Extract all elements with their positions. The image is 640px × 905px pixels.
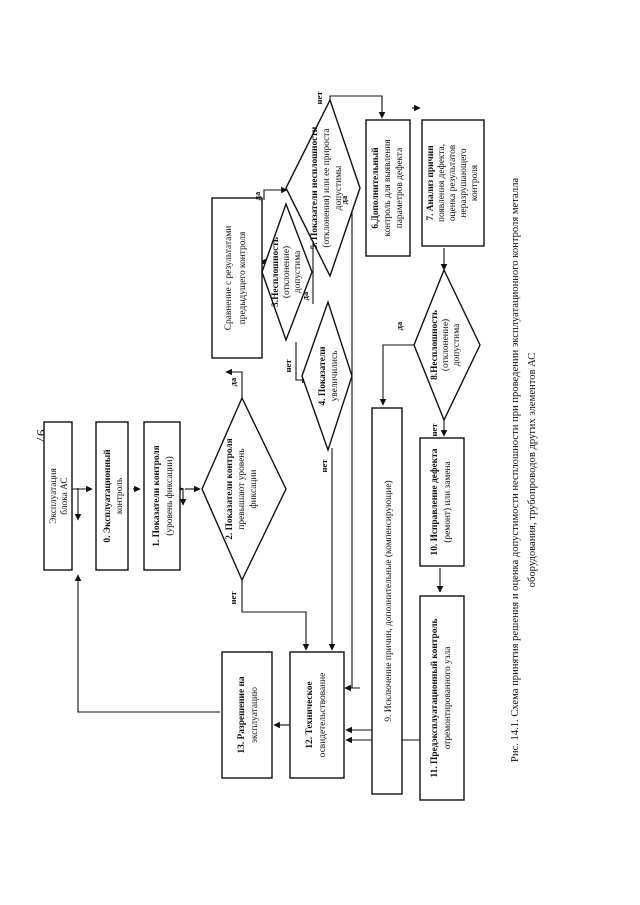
label-no-2: нет xyxy=(228,591,238,605)
block-8-decision-discontinuity: 8.Несплошность (отклонение) допустима xyxy=(413,268,481,422)
block-12-technical-inspection: 12. Техническое освидетельствование xyxy=(289,651,345,779)
block-exploitation: Эксплуатация блока АС xyxy=(43,421,73,571)
svg-text:5. Показатели несплошности: 5. Показатели несплошности xyxy=(310,126,320,249)
svg-text:параметров дефекта: параметров дефекта xyxy=(394,147,405,228)
block-compare-previous: Сравнение с результатами предыдущего кон… xyxy=(211,197,263,359)
block-11-preoperational-control: 11. Предэксплуатационный контроль отремо… xyxy=(419,595,465,801)
svg-text:неразрушающего: неразрушающего xyxy=(459,148,469,217)
block-2-decision-exceeds-level: 2. Показатели контроля превышают уровень… xyxy=(201,396,287,582)
label-yes-3: да xyxy=(252,191,262,200)
svg-text:отремонтированного узла: отремонтированного узла xyxy=(443,646,453,750)
svg-text:13. Разрешение на: 13. Разрешение на xyxy=(237,676,247,753)
label-yes-8: да xyxy=(394,321,404,330)
block-1-control-indicators: 1. Показатели контроля (уровень фиксации… xyxy=(143,421,181,571)
svg-text:6.Дополнительный: 6.Дополнительный xyxy=(370,147,381,229)
branch-labels: да нет да нет да нет да нет да нет xyxy=(228,91,439,605)
figure-caption-line-1: Рис. 14.1. Схема принятия решения и оцен… xyxy=(510,178,521,762)
svg-text:3.Несплошность: 3.Несплошность xyxy=(271,237,281,307)
block-13-operation-permit: 13. Разрешение на эксплуатацию xyxy=(221,651,273,779)
block-4-decision-indicators-increased: 4. Показатели увеличились xyxy=(301,299,353,453)
label-yes-4: да xyxy=(300,291,310,300)
svg-text:2. Показатели контроля: 2. Показатели контроля xyxy=(225,438,235,539)
svg-text:4. Показатели: 4. Показатели xyxy=(318,346,328,406)
svg-text:допустимы: допустимы xyxy=(334,165,344,210)
block-5-decision-growth-acceptable: 5. Показатели несплошности (отклонения) … xyxy=(285,98,361,278)
figure-caption-line-2: оборудования, трубопроводов других элеме… xyxy=(527,353,538,588)
svg-text:допустима: допустима xyxy=(452,323,462,366)
svg-text:фиксации: фиксации xyxy=(248,470,259,509)
block-9-eliminate-causes: 9. Исключение причин, дополнительные (ко… xyxy=(371,407,403,795)
svg-text:допустима: допустима xyxy=(293,250,303,293)
svg-text:11. Предэксплуатационный контр: 11. Предэксплуатационный контроль xyxy=(429,618,440,777)
svg-text:Сравнение с результатами: Сравнение с результатами xyxy=(224,226,234,331)
label-no-4: нет xyxy=(319,459,329,473)
label-no-3: нет xyxy=(283,359,293,373)
label-no-5: нет xyxy=(314,91,324,105)
svg-text:превышают уровень: превышают уровень xyxy=(237,448,247,529)
svg-text:7. Анализ причин: 7. Анализ причин xyxy=(426,145,436,221)
svg-text:10. Исправление дефекта: 10. Исправление дефекта xyxy=(429,448,440,555)
svg-text:появления дефекта,: появления дефекта, xyxy=(436,144,447,222)
svg-text:(ремонт) или замена: (ремонт) или замена xyxy=(442,460,453,542)
block-3-decision-discontinuity: 3.Несплошность (отклонение) допустима xyxy=(261,201,313,343)
label-yes-5: да xyxy=(339,195,349,204)
label-no-8: нет xyxy=(429,423,439,437)
svg-text:освидетельствование: освидетельствование xyxy=(318,673,328,758)
svg-text:(отклонение): (отклонение) xyxy=(440,319,451,371)
block-6-additional-control: 6.Дополнительный контроль для выявления … xyxy=(365,119,411,257)
svg-text:8.Несплошность: 8.Несплошность xyxy=(430,310,440,380)
svg-text:9. Исключение причин, дополнит: 9. Исключение причин, дополнительные (ко… xyxy=(383,480,394,721)
block-10-defect-repair: 10. Исправление дефекта (ремонт) или зам… xyxy=(419,437,465,567)
svg-text:(отклонения) или ее прироста: (отклонения) или ее прироста xyxy=(321,128,332,248)
svg-text:12. Техническое: 12. Техническое xyxy=(305,681,315,748)
svg-text:0. Эксплуатационный: 0. Эксплуатационный xyxy=(102,449,113,543)
svg-text:Эксплуатация: Эксплуатация xyxy=(49,468,59,524)
svg-text:эксплуатацию: эксплуатацию xyxy=(250,687,260,743)
svg-text:(уровень фиксации): (уровень фиксации) xyxy=(164,456,175,535)
svg-text:(отклонение): (отклонение) xyxy=(281,246,292,298)
svg-text:1. Показатели контроля: 1. Показатели контроля xyxy=(152,445,162,546)
svg-text:контроля: контроля xyxy=(470,164,480,201)
block-0-operational-control: 0. Эксплуатационный контроль xyxy=(95,421,129,571)
svg-text:увеличились: увеличились xyxy=(330,351,340,402)
svg-text:контроль для выявления: контроль для выявления xyxy=(383,139,393,237)
block-7-defect-analysis: 7. Анализ причин появления дефекта, оцен… xyxy=(421,119,485,247)
svg-text:контроль: контроль xyxy=(115,478,125,514)
label-yes-2: да xyxy=(228,377,238,386)
svg-text:оценка результатов: оценка результатов xyxy=(448,144,458,221)
svg-text:предыдущего контроля: предыдущего контроля xyxy=(238,231,248,324)
svg-text:блока АС: блока АС xyxy=(59,477,70,514)
